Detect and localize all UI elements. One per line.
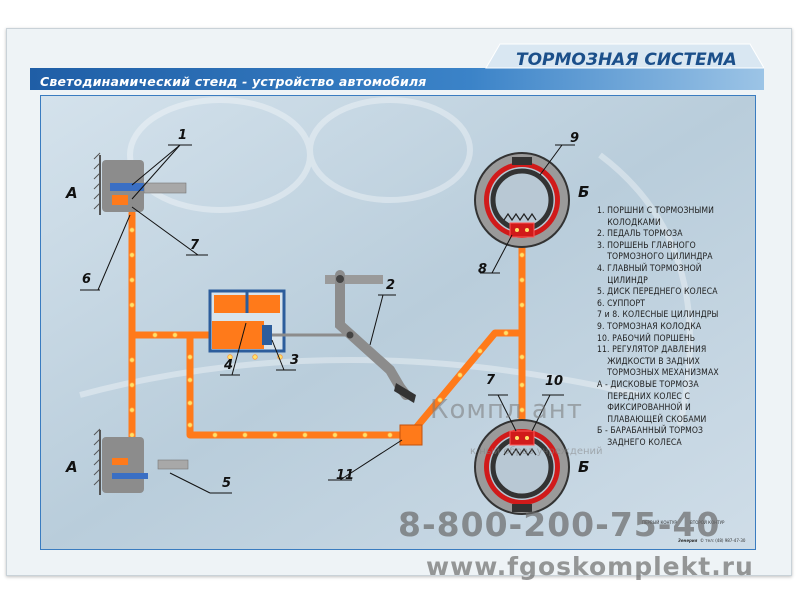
legend-line: ФИКСИРОВАННОЙ И: [597, 403, 691, 414]
callout-1: 1: [178, 128, 188, 143]
legend-line: 2. ПЕДАЛЬ ТОРМОЗА: [597, 229, 683, 240]
legend-line: 6. СУППОРТ: [597, 298, 646, 309]
stand-subtitle: Светодинамический стенд - устройство авт…: [40, 74, 427, 89]
callout-4: 4: [224, 358, 234, 373]
callout-8: 8: [478, 262, 488, 277]
label-a-top: А: [66, 184, 78, 202]
callout-6: 6: [82, 272, 92, 287]
legend-line: 5. ДИСК ПЕРЕДНЕГО КОЛЕСА: [597, 287, 718, 298]
callout-10: 10: [545, 374, 564, 389]
legend-line: 10. РАБОЧИЙ ПОРШЕНЬ: [597, 333, 696, 344]
legend-line: Б - БАРАБАННЫЙ ТОРМОЗ: [597, 426, 704, 437]
label-b-bottom: Б: [578, 458, 590, 476]
legend-line: 3. ПОРШЕНЬ ГЛАВНОГО: [597, 240, 696, 251]
front-disc-brake-top: [93, 152, 187, 215]
callout-9: 9: [570, 131, 580, 146]
legend-line: ТОРМОЗНЫХ МЕХАНИЗМАХ: [597, 368, 719, 379]
contact-label: © тел: (48) 987-47-30: [700, 538, 746, 543]
panel-background: [40, 95, 756, 550]
legend-line: 1. ПОРШНИ С ТОРМОЗНЫМИ: [597, 206, 715, 216]
legend-line: ТОРМОЗНОГО ЦИЛИНДРА: [597, 252, 713, 263]
watermark-phone: 8-800-200-75-40: [398, 505, 721, 544]
callout-7-front: 7: [190, 238, 200, 253]
second-circuit-label: ВТОРОЙ КОНТУР: [690, 520, 725, 525]
header-band: [30, 43, 764, 90]
label-b-top: Б: [578, 183, 590, 201]
watermark-site: www.fgoskomplekt.ru: [426, 552, 754, 581]
legend-line: ЗАДНЕГО КОЛЕСА: [597, 437, 682, 448]
callout-11: 11: [336, 468, 355, 483]
callout-5: 5: [222, 476, 232, 491]
watermark-name: Компл ант: [430, 395, 583, 425]
legend-line: ПЕРЕДНИХ КОЛЕС С: [597, 391, 690, 402]
legend-line: 11. РЕГУЛЯТОР ДАВЛЕНИЯ: [597, 345, 707, 356]
leader-lines: [80, 144, 575, 494]
legend-line: ЖИДКОСТИ В ЗАДНИХ: [597, 356, 700, 367]
watermark-tagline: к ный образ учреждений: [470, 446, 603, 457]
brake-system-diagram: [40, 95, 756, 550]
brand-label: Зенерия: [678, 538, 698, 543]
callout-7-rear: 7: [486, 373, 496, 388]
page-title: ТОРМОЗНАЯ СИСТЕМА: [516, 50, 737, 70]
legend-line: 9. ТОРМОЗНАЯ КОЛОДКА: [597, 321, 702, 332]
dashboard-backdrop: [79, 97, 693, 426]
front-disc-brake-bottom: [93, 428, 189, 495]
legend-line: 4. ГЛАВНЫЙ ТОРМОЗНОЙ: [597, 263, 702, 274]
rear-drum-brake-top: [474, 152, 570, 248]
brake-pedal: [325, 270, 416, 403]
rear-drum-brake-bottom: [474, 419, 570, 515]
first-circuit-label: ПЕРВЫЙ КОНТУР: [642, 520, 677, 525]
legend-line: 7 и 8. КОЛЕСНЫЕ ЦИЛИНДРЫ: [597, 310, 719, 321]
legend-line: КОЛОДКАМИ: [597, 217, 661, 228]
master-cylinder: [208, 289, 350, 353]
label-a-bottom: А: [66, 458, 78, 476]
legend-line: А - ДИСКОВЫЕ ТОРМОЗА: [597, 379, 699, 390]
legend-line: ПЛАВАЮЩЕЙ СКОБАМИ: [597, 414, 707, 425]
callout-3: 3: [290, 353, 300, 368]
pressure-regulator: [399, 424, 423, 446]
callout-2: 2: [386, 278, 396, 293]
legend-line: ЦИЛИНДР: [597, 275, 648, 286]
